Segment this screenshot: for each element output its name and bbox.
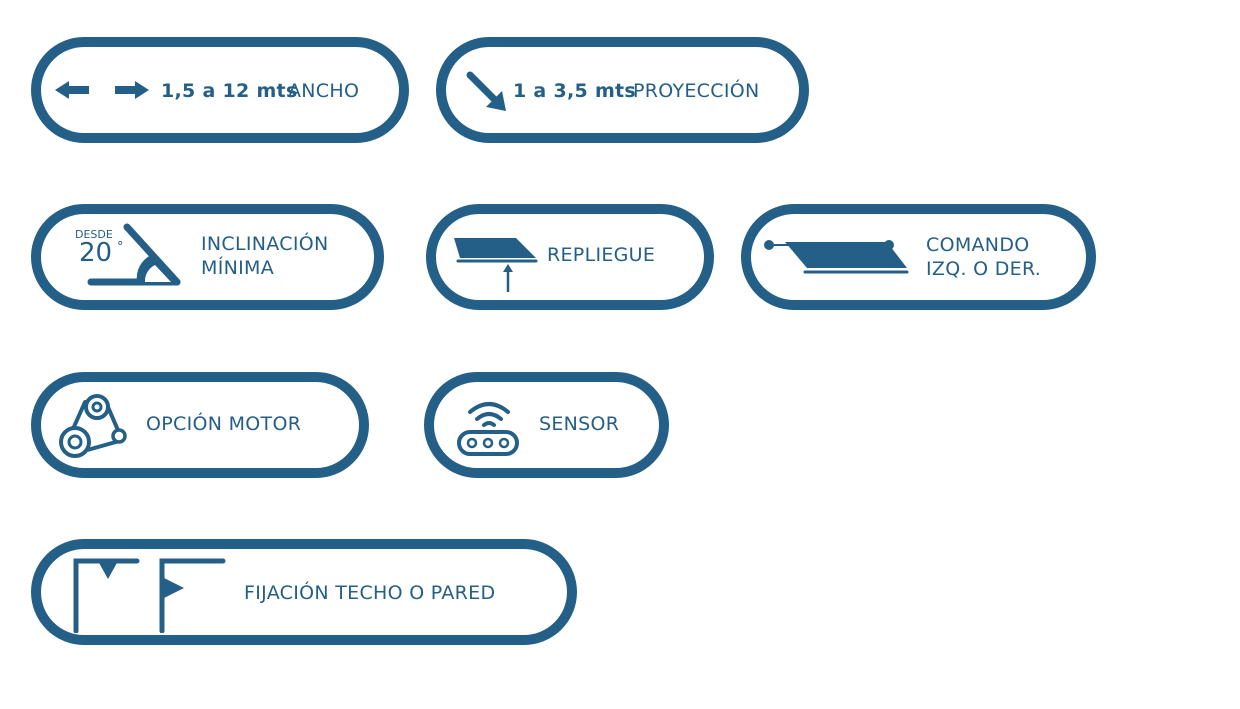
- degree-sign: °: [117, 240, 124, 255]
- side-control-awning-icon: [764, 240, 909, 274]
- sensor-label: SENSOR: [539, 413, 620, 435]
- feature-fijacion: FIJACIÓN TECHO O PARED: [31, 539, 577, 645]
- feature-motor: OPCIÓN MOTOR: [31, 372, 369, 478]
- width-arrows-icon: [55, 81, 149, 99]
- inclinacion-line2: MÍNIMA: [201, 257, 275, 279]
- retracting-awning-icon: [454, 238, 538, 292]
- proyeccion-label: PROYECCIÓN: [633, 80, 760, 102]
- comando-line1: COMANDO: [926, 234, 1030, 256]
- inclinacion-line1: INCLINACIÓN: [201, 233, 329, 255]
- ancho-value: 1,5 a 12 mts: [161, 80, 298, 102]
- motor-belt-icon: [59, 394, 127, 458]
- ancho-label: ANCHO: [288, 80, 360, 102]
- diagonal-arrow-icon: [466, 71, 506, 111]
- inclination-angle-icon: [87, 223, 181, 286]
- degrees-value: 20: [79, 238, 113, 268]
- feature-ancho: 1,5 a 12 mts ANCHO: [31, 37, 409, 143]
- comando-line2: IZQ. O DER.: [926, 258, 1042, 280]
- feature-sensor: SENSOR: [424, 372, 669, 478]
- fijacion-label: FIJACIÓN TECHO O PARED: [244, 582, 496, 604]
- sensor-icon: [457, 402, 519, 456]
- desde-label: DESDE: [75, 228, 113, 241]
- ceiling-wall-mount-icon: [73, 558, 226, 633]
- feature-inclinacion: DESDE 20 ° INCLINACIÓN MÍNIMA: [31, 204, 384, 310]
- feature-repliegue: REPLIEGUE: [426, 204, 714, 310]
- feature-comando: COMANDO IZQ. O DER.: [741, 204, 1096, 310]
- proyeccion-value: 1 a 3,5 mts: [513, 80, 637, 102]
- feature-proyeccion: 1 a 3,5 mts PROYECCIÓN: [436, 37, 809, 143]
- motor-label: OPCIÓN MOTOR: [146, 413, 302, 435]
- repliegue-label: REPLIEGUE: [547, 244, 656, 266]
